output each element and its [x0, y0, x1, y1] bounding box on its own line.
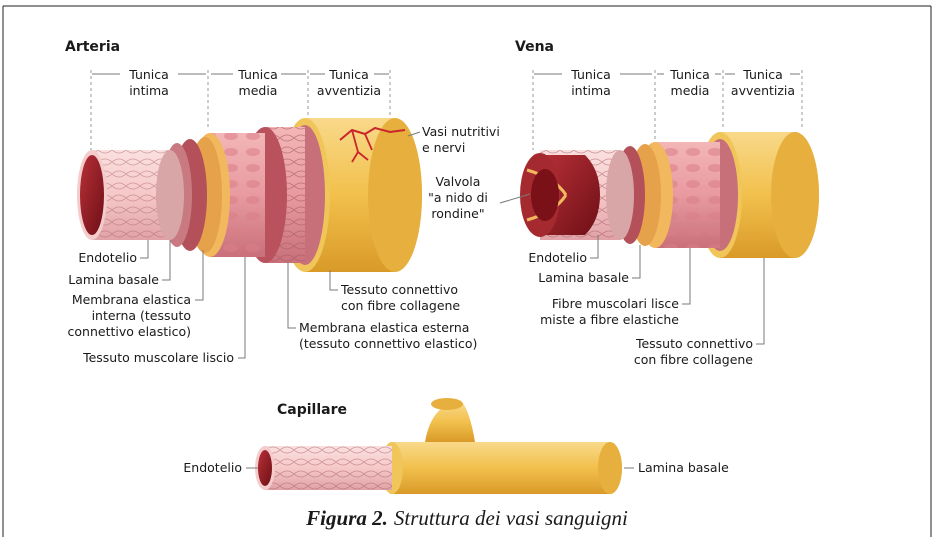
vein-tunica-intima-1: Tunica [570, 67, 611, 82]
artery-title: Arteria [65, 39, 120, 55]
artery-tunica-intima-1: Tunica [128, 67, 169, 82]
artery-tunica-media-2: media [239, 83, 278, 98]
artery-tunica-avventizia-1: Tunica [328, 67, 369, 82]
artery-tunica-intima-2: intima [129, 83, 169, 98]
vein-title: Vena [515, 39, 554, 55]
vein-tessuto-connettivo-1: Tessuto connettivo [635, 336, 753, 351]
artery-membrana-interna-1: Membrana elastica [72, 292, 191, 307]
caption-label: Figura 2. [305, 506, 388, 530]
vein-lamina-basale: Lamina basale [538, 270, 629, 285]
artery-tessuto-connettivo-2: con fibre collagene [341, 298, 460, 313]
capillary-endotelio: Endotelio [183, 460, 242, 475]
vein-tunica-avventizia-2: avventizia [731, 83, 795, 98]
vein-valvola-2: "a nido di [428, 190, 488, 205]
artery-membrana-interna-2: interna (tessuto [92, 308, 191, 323]
artery-tunica-media-1: Tunica [237, 67, 278, 82]
artery-membrana-esterna-1: Membrana elastica esterna [299, 320, 469, 335]
vein-fibre-1: Fibre muscolari lisce [552, 296, 679, 311]
capillary-title: Capillare [277, 402, 347, 418]
vein-illustration [520, 132, 819, 258]
artery-membrana-esterna-2: (tessuto connettivo elastico) [299, 336, 477, 351]
artery-tessuto-muscolare: Tessuto muscolare liscio [82, 350, 234, 365]
vein-endotelio: Endotelio [528, 250, 587, 265]
vein-fibre-2: miste a fibre elastiche [540, 312, 679, 327]
vein-valvola-3: rondine" [431, 206, 484, 221]
artery-vasi-1: Vasi nutritivi [422, 124, 500, 139]
vein-tunica-intima-2: intima [571, 83, 611, 98]
vein-valvola-1: Valvola [436, 174, 481, 189]
artery-vasi-2: e nervi [422, 140, 465, 155]
vein-tunica-media-2: media [671, 83, 710, 98]
artery-tessuto-connettivo-1: Tessuto connettivo [340, 282, 458, 297]
artery-endotelio: Endotelio [78, 250, 137, 265]
capillary-lamina-basale: Lamina basale [638, 460, 729, 475]
artery-tunica-avventizia-2: avventizia [317, 83, 381, 98]
artery-illustration [77, 118, 422, 272]
vein-tunica-media-1: Tunica [669, 67, 710, 82]
caption-text: Struttura dei vasi sanguigni [394, 506, 628, 530]
artery-membrana-interna-3: connettivo elastico) [68, 324, 191, 339]
artery-lamina-basale: Lamina basale [68, 272, 159, 287]
figure-caption: Figura 2.Struttura dei vasi sanguigni [305, 506, 628, 530]
vein-tunica-avventizia-1: Tunica [742, 67, 783, 82]
vein-tessuto-connettivo-2: con fibre collagene [634, 352, 753, 367]
